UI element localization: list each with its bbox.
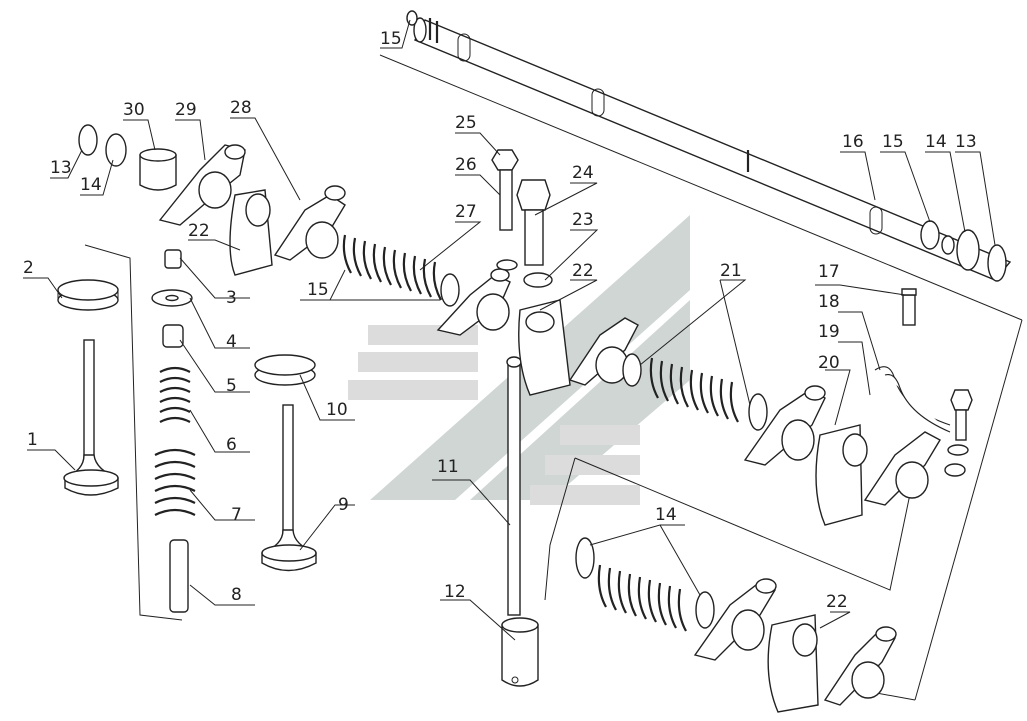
callout-8: 8 xyxy=(231,585,242,605)
shaft-end-rings xyxy=(920,220,1007,282)
callout-14-lower: 14 xyxy=(655,505,677,525)
callout-15-right: 15 xyxy=(882,132,904,152)
callout-18: 18 xyxy=(818,292,840,312)
callout-5: 5 xyxy=(226,376,237,396)
callout-9: 9 xyxy=(338,495,349,515)
callout-14-left: 14 xyxy=(80,175,102,195)
tappet xyxy=(501,617,539,687)
callout-4: 4 xyxy=(226,332,237,352)
callout-23: 23 xyxy=(572,210,594,230)
callout-labels: 1 2 3 4 5 6 7 8 9 10 11 12 13 14 15 16 1… xyxy=(23,29,977,612)
callout-11: 11 xyxy=(437,457,459,477)
rocker-shaft xyxy=(406,10,1012,281)
callout-3: 3 xyxy=(226,288,237,308)
callout-22-lower: 22 xyxy=(826,592,848,612)
rocker-arm-center xyxy=(436,268,642,396)
callout-14-right: 14 xyxy=(925,132,947,152)
callout-25: 25 xyxy=(455,113,477,133)
valve-spring-stack xyxy=(151,249,196,613)
callout-28: 28 xyxy=(230,98,252,118)
valve-1 xyxy=(63,339,119,496)
callout-19: 19 xyxy=(818,322,840,342)
callout-24: 24 xyxy=(572,163,594,183)
callout-27: 27 xyxy=(455,202,477,222)
rocker-arm-left xyxy=(78,124,346,276)
callout-22-center: 22 xyxy=(572,261,594,281)
callout-1: 1 xyxy=(27,430,38,450)
rocker-shaft-spring-1 xyxy=(342,234,460,307)
rocker-shaft-spring-2 xyxy=(649,357,768,431)
callout-16: 16 xyxy=(842,132,864,152)
push-rod xyxy=(506,356,522,616)
callout-12: 12 xyxy=(444,582,466,602)
callout-6: 6 xyxy=(226,435,237,455)
rocker-assembly-lower xyxy=(575,537,897,713)
callout-2: 2 xyxy=(23,258,34,278)
callout-10: 10 xyxy=(326,400,348,420)
rocker-arm-right xyxy=(743,385,941,526)
callout-15-left: 15 xyxy=(307,280,329,300)
bolt-assembly xyxy=(491,149,553,288)
callout-7: 7 xyxy=(231,505,242,525)
oil-pipe xyxy=(874,288,973,477)
callout-13-left: 13 xyxy=(50,158,72,178)
valve-seat-ring xyxy=(57,279,119,311)
valve-9 xyxy=(254,354,317,572)
callout-30: 30 xyxy=(123,100,145,120)
assembly-outline xyxy=(84,54,1023,701)
callout-20: 20 xyxy=(818,353,840,373)
callout-22-left: 22 xyxy=(188,221,210,241)
callout-29: 29 xyxy=(175,100,197,120)
callout-26: 26 xyxy=(455,155,477,175)
leader-lines xyxy=(23,19,996,641)
callout-13-right: 13 xyxy=(955,132,977,152)
callout-15-top: 15 xyxy=(380,29,402,49)
callout-17: 17 xyxy=(818,262,840,282)
callout-21: 21 xyxy=(720,261,742,281)
